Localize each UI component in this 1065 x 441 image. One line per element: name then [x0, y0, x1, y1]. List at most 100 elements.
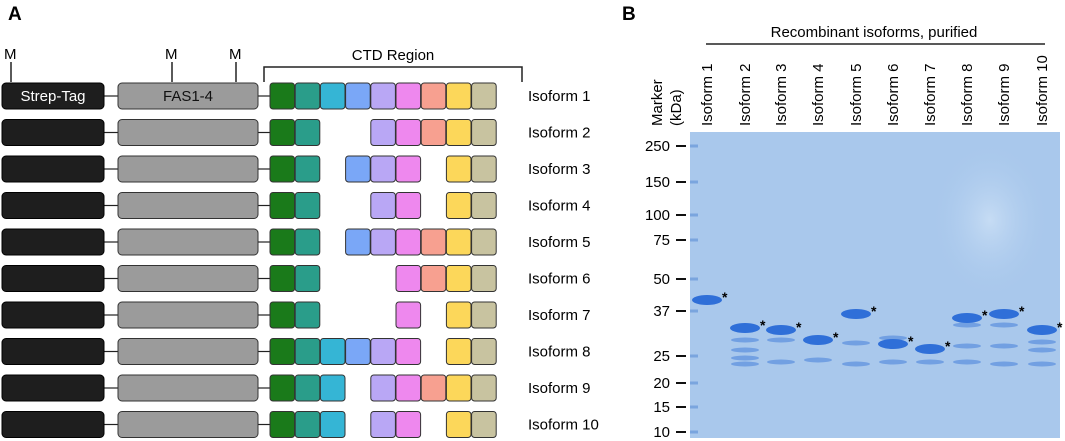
ctd-domain-6	[395, 82, 422, 110]
minor-band	[804, 357, 832, 363]
lane-label: Isoform 10	[1034, 55, 1051, 126]
ctd-region-label: CTD Region	[352, 47, 435, 64]
ctd-domain-5	[370, 155, 396, 183]
ladder-label: 50	[653, 271, 670, 288]
minor-band	[953, 322, 981, 328]
ladder-band	[690, 213, 698, 217]
ctd-domain-2	[294, 119, 321, 146]
ctd-domain-8	[445, 82, 472, 110]
minor-band	[842, 361, 870, 367]
ctd-domain-6	[395, 265, 422, 292]
main-band	[989, 309, 1019, 319]
minor-band	[731, 347, 759, 353]
ctd-domain-2	[294, 265, 321, 292]
fas-domain-box	[117, 82, 259, 110]
strep-tag-box	[1, 338, 105, 365]
m-marker-2: M	[165, 46, 178, 63]
ctd-domain-1	[269, 338, 296, 365]
strep-tag-label: Strep-Tag	[20, 88, 85, 105]
band-asterisk: *	[871, 303, 877, 319]
ctd-domain-1	[269, 119, 296, 146]
isoform-label: Isoform 2	[528, 125, 591, 142]
strep-tag-box	[1, 374, 105, 402]
ctd-domain-6	[395, 411, 422, 438]
lane-label: Isoform 1	[699, 63, 716, 126]
gel-bands: **********	[692, 289, 1063, 367]
strep-tag-box	[1, 192, 105, 219]
strep-tag-box	[1, 228, 105, 256]
ctd-domain-8	[445, 228, 472, 256]
ctd-domain-7	[420, 82, 447, 110]
ctd-domain-5	[370, 411, 396, 438]
ctd-domain-1	[269, 155, 296, 183]
minor-band	[1028, 361, 1056, 367]
band-asterisk: *	[982, 307, 988, 323]
ctd-domain-6	[395, 374, 422, 402]
lane-label: Isoform 6	[885, 63, 902, 126]
ctd-domain-4	[345, 82, 371, 110]
isoform-row: Isoform 9	[1, 374, 591, 402]
isoform-label: Isoform 8	[528, 344, 591, 361]
ctd-domain-4	[345, 338, 371, 365]
lane-label: Isoform 4	[810, 63, 827, 126]
ladder-label: 37	[653, 303, 670, 320]
ctd-domain-1	[269, 228, 296, 256]
ctd-domain-9	[471, 301, 497, 329]
gel-lane: *	[692, 289, 728, 305]
ctd-domain-2	[294, 82, 321, 110]
ctd-domain-8	[445, 301, 472, 329]
band-asterisk: *	[833, 329, 839, 345]
isoform-label: Isoform 1	[528, 88, 591, 105]
isoform-row: Isoform 4	[1, 192, 591, 219]
main-band	[1027, 325, 1057, 335]
ctd-domain-9	[471, 411, 497, 438]
ladder-label: 250	[645, 138, 670, 155]
ladder-label: 100	[645, 207, 670, 224]
lane-label: Isoform 8	[959, 63, 976, 126]
gel-lane: *	[915, 338, 951, 365]
fas-domain-box	[117, 338, 259, 365]
ladder-label: 75	[653, 232, 670, 249]
ctd-domain-2	[294, 228, 321, 256]
ctd-domain-6	[395, 338, 422, 365]
gel-lane: *	[803, 329, 839, 363]
ctd-domain-2	[294, 338, 321, 365]
minor-band	[879, 335, 907, 341]
ladder-band	[690, 180, 698, 184]
panel-a-letter: A	[8, 4, 22, 25]
fas-domain-box	[117, 155, 259, 183]
band-asterisk: *	[1019, 303, 1025, 319]
isoform-label: Isoform 3	[528, 161, 591, 178]
band-asterisk: *	[796, 319, 802, 335]
gel-lane: *	[878, 333, 914, 365]
ctd-domain-1	[269, 265, 296, 292]
ctd-domain-3	[319, 374, 346, 402]
gel-lane: *	[841, 303, 877, 367]
ladder-band	[690, 354, 698, 358]
lane-label: Isoform 2	[737, 63, 754, 126]
gel-smear	[930, 140, 1050, 300]
isoform-label: Isoform 6	[528, 271, 591, 288]
ladder-band	[690, 381, 698, 385]
ladder-label: 150	[645, 174, 670, 191]
band-asterisk: *	[760, 317, 766, 333]
ctd-domain-9	[471, 228, 497, 256]
ctd-domain-5	[370, 228, 396, 256]
ctd-domain-1	[269, 192, 296, 219]
ctd-domain-7	[420, 119, 447, 146]
minor-band	[990, 322, 1018, 328]
ctd-domain-7	[420, 374, 447, 402]
ctd-domain-5	[370, 192, 396, 219]
strep-tag-box	[1, 411, 105, 438]
ctd-domain-3	[319, 82, 346, 110]
gel-lane: *	[989, 303, 1025, 367]
strep-tag-box	[1, 155, 105, 183]
ctd-domain-1	[269, 374, 296, 402]
ladder-label: 10	[653, 424, 670, 441]
ctd-domain-8	[445, 411, 472, 438]
lane-label: Isoform 5	[848, 63, 865, 126]
main-band	[766, 325, 796, 335]
